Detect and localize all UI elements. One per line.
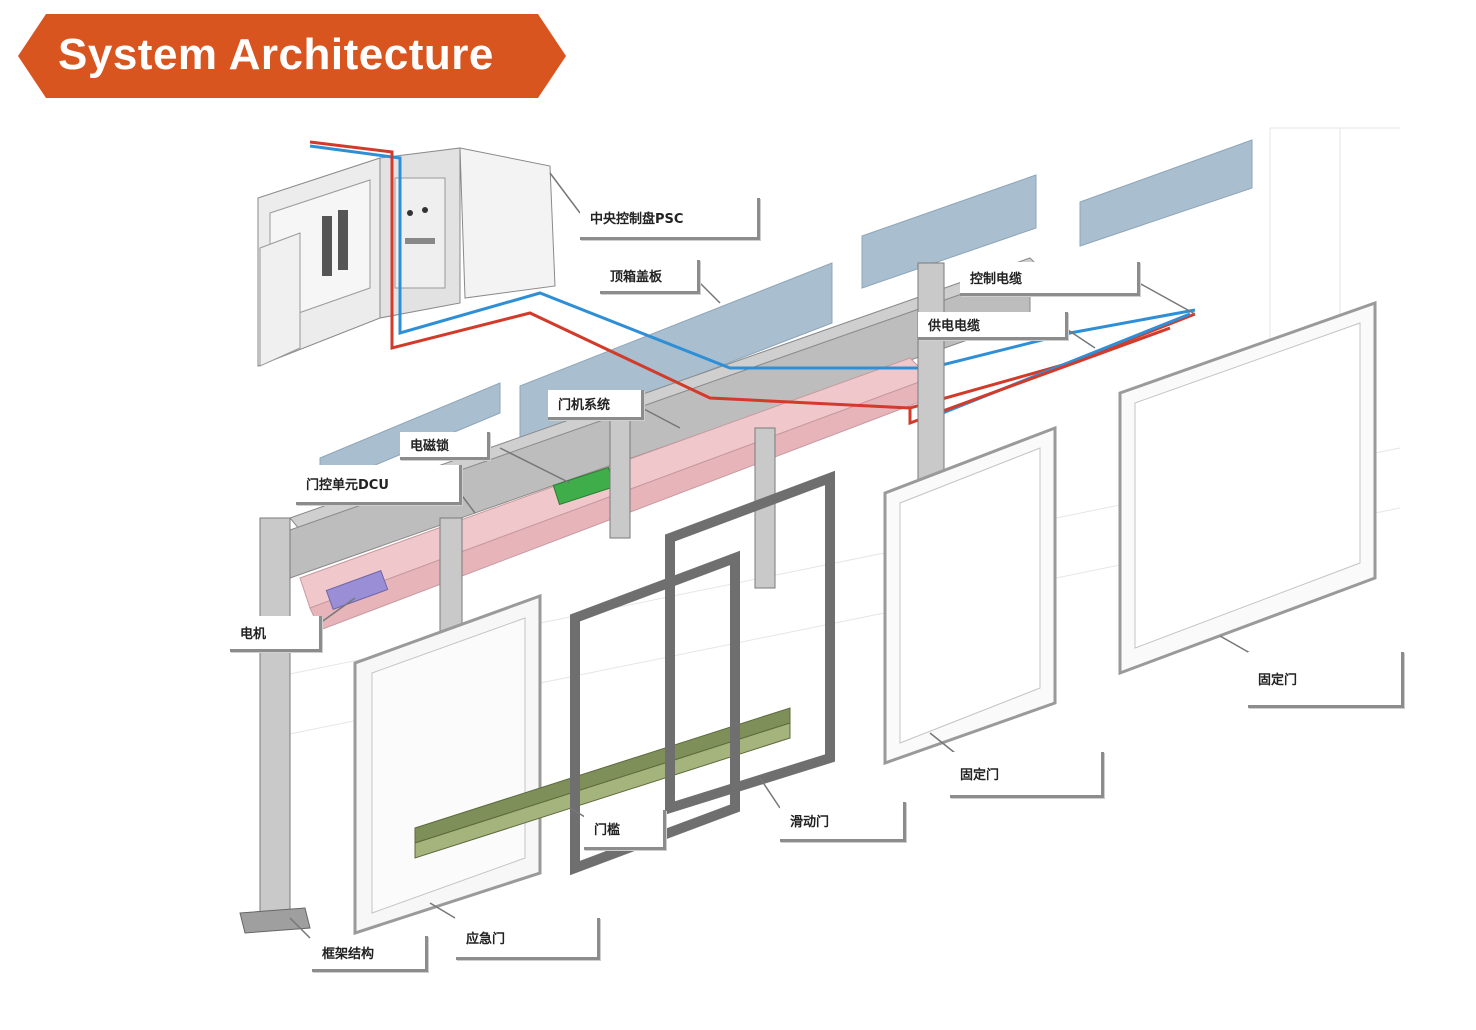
motor-shape [325,570,389,610]
fixed-door-shapes [883,300,1377,766]
title-banner-shape [18,14,566,98]
emergency-door-shape [353,593,542,936]
label-dcu: 门控单元DCU [296,465,462,505]
psc-cabinet [257,147,556,367]
label-door-machine: 门机系统 [548,390,644,420]
label-emergency-door: 应急门 [456,918,600,960]
page-title: System Architecture [58,30,494,79]
label-control-cable: 控制电缆 [960,262,1140,296]
label-top-cover: 顶箱盖板 [600,260,700,294]
psd-architecture-diagram [239,127,1401,939]
label-sliding-door: 滑动门 [780,802,906,842]
label-em-lock: 电磁锁 [400,432,490,460]
label-threshold: 门槛 [584,810,666,850]
title-banner: System Architecture [18,14,566,98]
label-power-cable: 供电电缆 [918,312,1068,340]
label-motor: 电机 [230,616,322,652]
post-base [239,907,311,934]
leader-lines [289,172,1251,939]
label-fixed-door-center: 固定门 [950,752,1104,798]
sliding-door-shapes [570,470,835,876]
label-fixed-door-right: 固定门 [1248,652,1404,708]
label-psc: 中央控制盘PSC [580,198,760,240]
label-frame-structure: 框架结构 [312,936,428,972]
